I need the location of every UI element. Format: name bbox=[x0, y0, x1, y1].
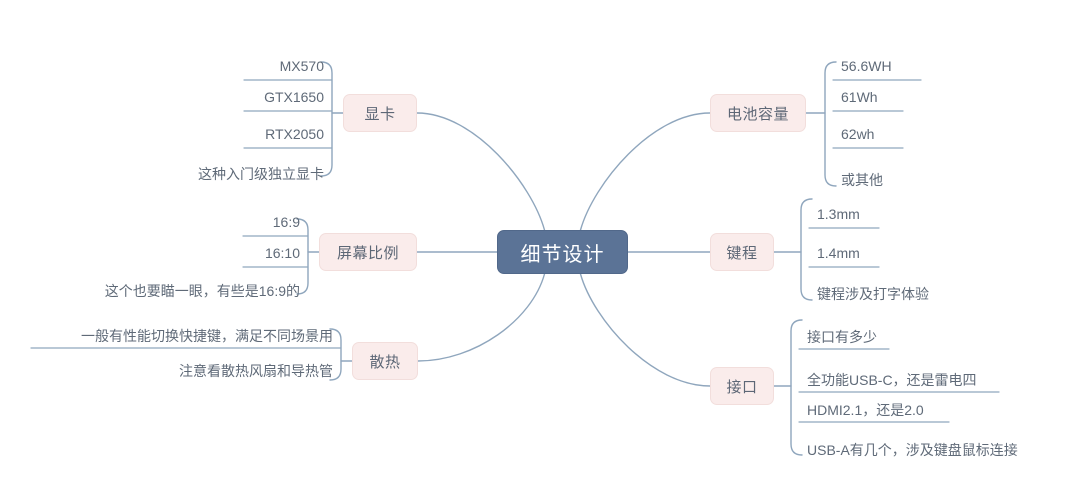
branch-node-key-travel[interactable]: 键程 bbox=[710, 233, 774, 271]
root-node[interactable]: 细节设计 bbox=[497, 230, 628, 274]
leaf-node[interactable]: 1.3mm bbox=[817, 206, 860, 222]
leaf-node[interactable]: 或其他 bbox=[841, 172, 883, 188]
branch-node-cooling[interactable]: 散热 bbox=[352, 342, 418, 380]
leaf-node[interactable]: 注意看散热风扇和导热管 bbox=[179, 363, 333, 379]
leaf-node[interactable]: 这个也要瞄一眼，有些是16:9的 bbox=[104, 283, 300, 299]
leaf-node[interactable]: 1.4mm bbox=[817, 245, 860, 261]
leaf-node[interactable]: 16:9 bbox=[272, 214, 300, 230]
leaf-node[interactable]: 这种入门级独立显卡 bbox=[198, 166, 324, 182]
branch-node-graphics-card[interactable]: 显卡 bbox=[343, 94, 417, 132]
leaf-node[interactable]: RTX2050 bbox=[265, 126, 324, 142]
leaf-node[interactable]: 56.6WH bbox=[841, 58, 892, 74]
branch-node-screen-ratio[interactable]: 屏幕比例 bbox=[319, 233, 417, 271]
leaf-node[interactable]: MX570 bbox=[279, 58, 324, 74]
leaf-node[interactable]: 全功能USB-C，还是雷电四 bbox=[807, 372, 977, 388]
leaf-node[interactable]: 61Wh bbox=[841, 89, 878, 105]
leaf-node[interactable]: GTX1650 bbox=[264, 89, 324, 105]
leaf-node[interactable]: HDMI2.1，还是2.0 bbox=[807, 402, 924, 418]
leaf-node[interactable]: 16:10 bbox=[264, 245, 300, 261]
leaf-node[interactable]: 62wh bbox=[841, 126, 875, 142]
branch-node-ports[interactable]: 接口 bbox=[710, 367, 774, 405]
leaf-node[interactable]: USB-A有几个，涉及键盘鼠标连接 bbox=[807, 442, 1018, 458]
leaf-node[interactable]: 键程涉及打字体验 bbox=[817, 286, 929, 302]
leaf-node[interactable]: 一般有性能切换快捷键，满足不同场景用 bbox=[81, 328, 333, 344]
leaf-node[interactable]: 接口有多少 bbox=[807, 329, 877, 345]
branch-node-battery-capacity[interactable]: 电池容量 bbox=[710, 94, 806, 132]
